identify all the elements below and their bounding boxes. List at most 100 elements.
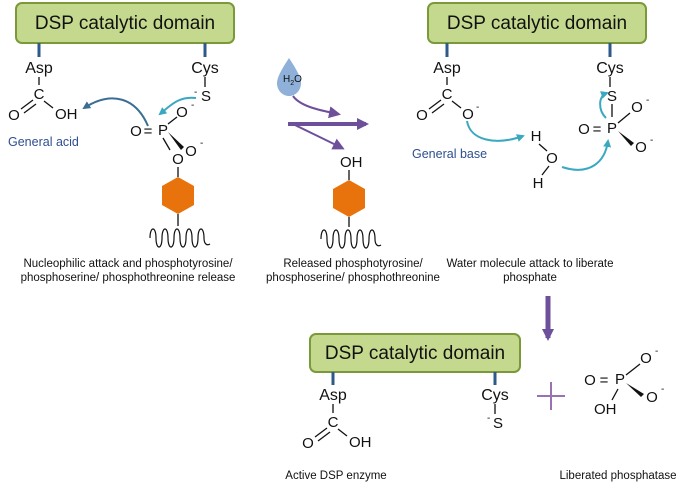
free-phosphate-o-upright: O (640, 350, 652, 367)
phosphate-o-upright-charge: - (646, 95, 649, 106)
sulfur-bottom: S (493, 415, 503, 432)
p-o-wedge-right (168, 132, 184, 150)
water-label-h: H2O (283, 74, 302, 87)
asp-double-bond-e (314, 427, 328, 438)
caption-active-enzyme: Active DSP enzyme (285, 470, 386, 482)
domain-title-left: DSP catalytic domain (35, 13, 215, 34)
asp-hydroxyl-left: OH (55, 106, 78, 123)
caption-liberated-phosphate: Liberated phosphatase (559, 470, 676, 482)
asp-double-bond-d (431, 103, 445, 114)
caption-step2-line1: Released phosphotyrosine/ (283, 258, 423, 270)
p-o-down-bond (162, 137, 171, 151)
phosphate-eq-left: = (144, 123, 153, 140)
p-o-wedge-downright (618, 131, 634, 146)
free-phosphate-o-downright-charge: - (661, 384, 664, 395)
water-arrow (292, 95, 341, 119)
panel-released-product: H2O OH Released phosphotyrosine/ phospho… (266, 58, 440, 284)
free-phosphate-eq: = (600, 372, 609, 389)
free-p-o-upright (625, 363, 641, 376)
domain-title-bottom: DSP catalytic domain (325, 343, 505, 364)
asp-label-right: Asp (433, 60, 461, 77)
general-acid-label: General acid (8, 135, 79, 149)
asp-oxyanion-charge: - (476, 102, 479, 113)
phosphate-o-right: O (185, 143, 197, 160)
asp-double-bond-a (20, 99, 34, 110)
asp-carbon-right: C (442, 86, 453, 103)
p-o-top-bond (167, 116, 178, 125)
asp-double-bond-f (317, 431, 331, 442)
domain-box-bottom (309, 333, 521, 373)
release-arrow (292, 123, 345, 150)
phosphate-o-left: O (130, 123, 142, 140)
released-hydroxyl: OH (340, 154, 363, 171)
asp-oxygen-bottom: O (302, 435, 314, 452)
water-drop-icon (277, 58, 301, 96)
free-phosphate-o-upright-charge: - (655, 346, 658, 357)
asp-double-bond-b (23, 103, 37, 114)
domain-title-right: DSP catalytic domain (447, 13, 627, 34)
water-bond-top (538, 143, 548, 152)
water-h-bottom: H (533, 175, 544, 192)
caption-step1-line1: Nucleophilic attack and phosphotyrosine/ (23, 258, 233, 270)
cys-label-right: Cys (596, 60, 624, 77)
curved-arrow-asp-to-h (466, 120, 525, 142)
caption-step2-line2: phosphoserine/ phosphothreonine (266, 272, 440, 284)
asp-double-bond-c (428, 99, 442, 110)
asp-label-left: Asp (25, 60, 53, 77)
sulfur-right: S (607, 88, 617, 105)
phosphate-o-right-charge: - (200, 138, 203, 149)
hexagon-ring-icon (162, 177, 194, 214)
phosphate-p-left: P (158, 122, 168, 139)
sulfur-left: S (201, 88, 211, 105)
phosphate-p-right: P (607, 120, 617, 137)
phosphate-o-upright: O (631, 99, 643, 116)
phosphate-o-downright-charge: - (650, 135, 653, 146)
curved-arrow-to-asp (82, 97, 149, 127)
asp-oh-bond-bottom (337, 428, 348, 437)
asp-label-bottom: Asp (319, 387, 347, 404)
cys-label-bottom: Cys (481, 387, 509, 404)
sulfur-charge-left: - (194, 87, 197, 98)
asp-o-bond-right (451, 100, 462, 109)
hexagon-ring-icon (333, 180, 365, 217)
curved-arrow-p-to-s (599, 91, 609, 119)
p-o-upright-bond (617, 112, 631, 124)
phosphate-o-downright: O (635, 139, 647, 156)
peptide-chain-icon (149, 228, 211, 248)
asp-carbon-left: C (34, 86, 45, 103)
phosphate-o-top-charge: - (191, 100, 194, 111)
asp-oxygen-right: O (416, 107, 428, 124)
curved-arrow-o-to-p (561, 139, 612, 171)
caption-step1-line2: phosphoserine/ phosphothreonine release (21, 272, 236, 284)
phosphate-eq-right: = (593, 121, 602, 138)
water-h-top: H (531, 128, 542, 145)
panel-nucleophilic-attack: DSP catalytic domain Asp C O OH Cys - S … (8, 2, 236, 284)
general-base-label: General base (412, 147, 487, 161)
free-phosphate-o-downright: O (646, 389, 658, 406)
phosphate-o-bridge: O (172, 151, 184, 168)
caption-step3-line2: phosphate (503, 272, 557, 284)
curved-arrow-cys-to-p (158, 96, 197, 116)
sulfur-charge-bottom: - (487, 413, 490, 424)
asp-oxygen-left: O (8, 107, 20, 124)
water-oxygen: O (546, 150, 558, 167)
asp-oxyanion-right: O (462, 106, 474, 123)
caption-step3-line1: Water molecule attack to liberate (446, 258, 613, 270)
water-bond-bottom (541, 165, 550, 176)
cys-label-left: Cys (191, 60, 219, 77)
domain-box-right (427, 2, 647, 44)
free-phosphate-oh: OH (594, 401, 617, 418)
free-p-o-wedge (626, 383, 644, 397)
asp-oh-bond-left (43, 100, 54, 109)
free-phosphate-p: P (615, 371, 625, 388)
panel-products: DSP catalytic domain Asp C O OH Cys - S … (285, 333, 677, 482)
phosphate-o-left-right: O (578, 121, 590, 138)
panel-water-attack: DSP catalytic domain Asp C O O - Cys S P… (412, 2, 653, 341)
domain-box-left (15, 2, 235, 44)
phosphate-o-top: O (176, 104, 188, 121)
peptide-chain-icon (320, 229, 382, 249)
plus-icon (537, 382, 565, 410)
free-p-oh-bond (611, 388, 619, 401)
